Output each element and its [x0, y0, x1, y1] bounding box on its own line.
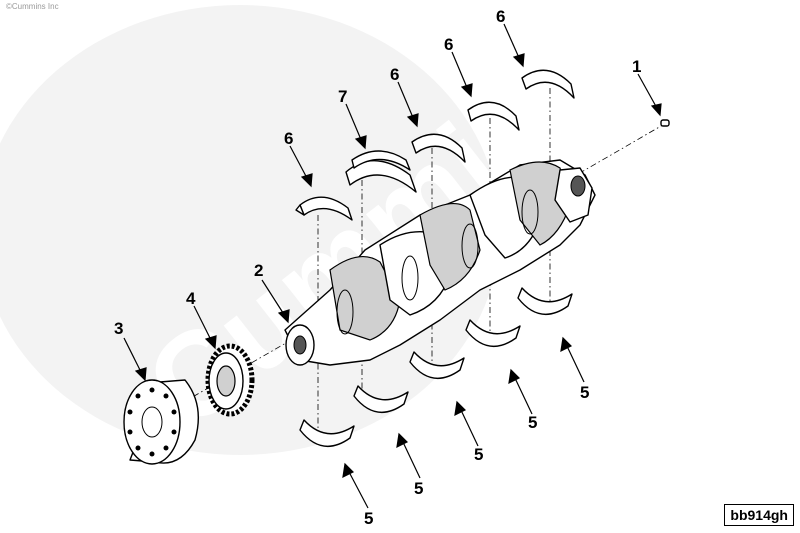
lower-bearing-shell	[299, 419, 355, 447]
callout-6: 6	[496, 7, 505, 26]
reference-code: bb914gh	[724, 504, 794, 526]
crankshaft	[284, 159, 596, 366]
flywheel-adapter	[123, 379, 200, 465]
upper-main-bearings	[295, 69, 575, 221]
callout-6: 6	[390, 65, 399, 84]
upper-bearing-shell	[295, 196, 353, 221]
callout-3: 3	[114, 319, 123, 338]
thrust-bearing-shell	[345, 150, 417, 193]
callout-2: 2	[254, 261, 263, 280]
callout-6: 6	[444, 35, 453, 54]
callout-7: 7	[338, 87, 347, 106]
lower-bearing-shell	[517, 287, 573, 315]
callout-5: 5	[580, 383, 589, 402]
upper-bearing-shell	[411, 133, 466, 163]
callout-5: 5	[364, 509, 373, 528]
copyright-text: ©Cummins Inc	[6, 2, 59, 11]
upper-bearing-shell	[521, 69, 575, 99]
lower-bearing-shell	[465, 319, 521, 347]
dowel-pin	[660, 119, 670, 127]
lower-bearing-shell	[353, 385, 409, 413]
callout-6: 6	[284, 129, 293, 148]
upper-bearing-shell	[467, 101, 520, 131]
callout-5: 5	[414, 479, 423, 498]
leader-arrows	[123, 23, 662, 509]
crankshaft-gear	[205, 343, 255, 417]
callout-5: 5	[474, 445, 483, 464]
callout-1: 1	[632, 57, 641, 76]
lower-bearing-shell	[409, 351, 465, 379]
callout-4: 4	[186, 289, 196, 308]
callout-5: 5	[528, 413, 537, 432]
lower-main-bearings	[299, 287, 573, 447]
